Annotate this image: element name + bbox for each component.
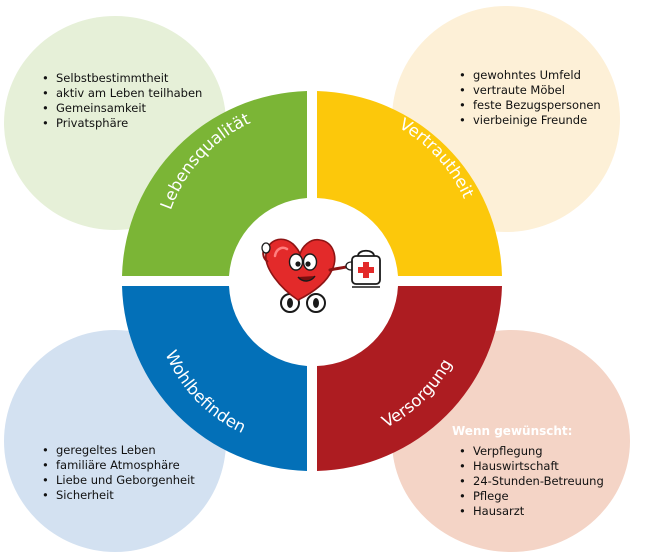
heart-mascot-with-first-aid-kit-icon — [261, 238, 381, 313]
segment-wohlbefinden — [122, 286, 307, 471]
list-item: Gemeinsamkeit — [42, 101, 202, 116]
list-vertrautheit: gewohntes Umfeld vertraute Möbel feste B… — [455, 68, 601, 128]
list-item: familiäre Atmosphäre — [42, 458, 195, 473]
segment-lebensqualitaet — [122, 91, 307, 276]
segment-versorgung — [317, 286, 502, 471]
list-item: Privatsphäre — [42, 116, 202, 131]
versorgung-intro: Wenn gewünscht: — [452, 424, 573, 438]
list-versorgung: Verpflegung Hauswirtschaft 24-Stunden-Be… — [455, 444, 604, 519]
list-item: Hausarzt — [459, 504, 604, 519]
list-item: geregeltes Leben — [42, 443, 195, 458]
list-item: feste Bezugspersonen — [459, 98, 601, 113]
list-item: vertraute Möbel — [459, 83, 601, 98]
list-item: Liebe und Geborgenheit — [42, 473, 195, 488]
list-item: vierbeinige Freunde — [459, 113, 601, 128]
list-item: Sicherheit — [42, 488, 195, 503]
list-item: aktiv am Leben teilhaben — [42, 86, 202, 101]
list-lebensqualitaet: Selbstbestimmtheit aktiv am Leben teilha… — [38, 71, 202, 131]
list-item: gewohntes Umfeld — [459, 68, 601, 83]
list-item: Hauswirtschaft — [459, 459, 604, 474]
list-item: Pflege — [459, 489, 604, 504]
list-item: Verpflegung — [459, 444, 604, 459]
segment-vertrautheit — [317, 91, 502, 276]
list-item: 24-Stunden-Betreuung — [459, 474, 604, 489]
list-wohlbefinden: geregeltes Leben familiäre Atmosphäre Li… — [38, 443, 195, 503]
list-item: Selbstbestimmtheit — [42, 71, 202, 86]
